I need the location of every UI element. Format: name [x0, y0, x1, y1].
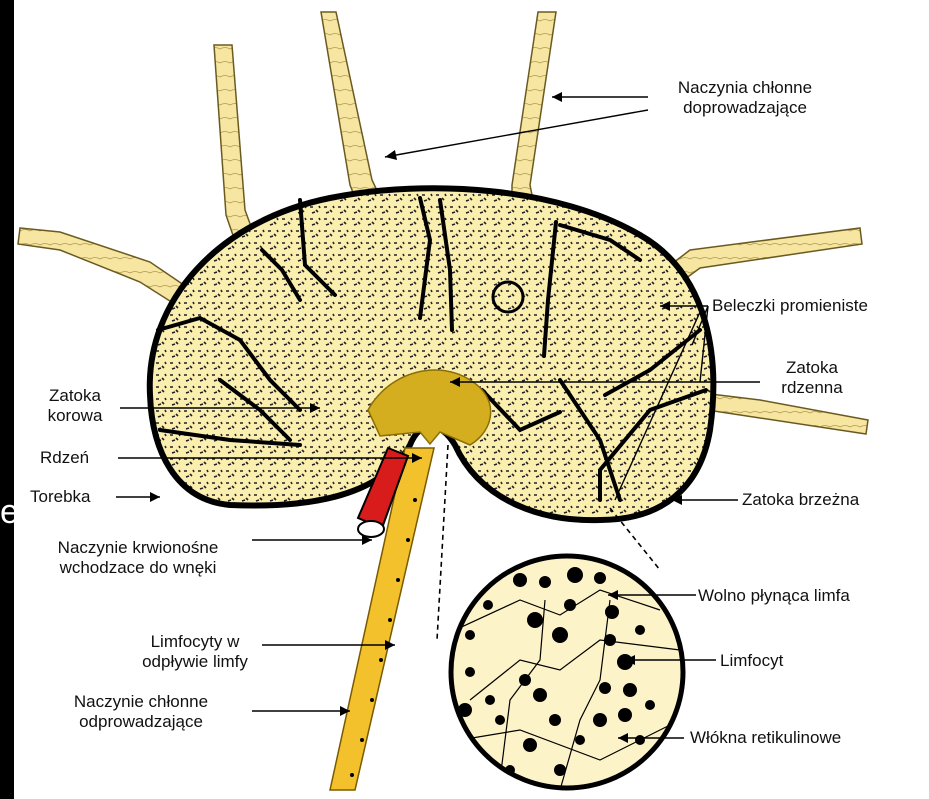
label-blood-vessel-line1: Naczynie krwionośne — [22, 538, 254, 558]
label-medulla: Rdzeń — [40, 448, 89, 468]
label-afferent-line1: Naczynia chłonne — [650, 78, 840, 98]
label-efferent-line1: Naczynie chłonne — [30, 692, 252, 712]
label-medullary-sinus-line1: Zatoka — [762, 358, 862, 378]
label-reticular-fibers: Włókna retikulinowe — [690, 728, 841, 748]
label-trabeculae: Beleczki promieniste — [712, 296, 868, 316]
label-lymphocytes-outflow-line2: odpływie limfy — [120, 652, 270, 672]
label-afferent-line2: doprowadzające — [650, 98, 840, 118]
label-medullary-sinus: Zatoka rdzenna — [762, 358, 862, 398]
stray-glyph: e — [0, 492, 19, 532]
label-lymphocyte: Limfocyt — [720, 651, 783, 671]
label-efferent-vessel: Naczynie chłonne odprowadzające — [30, 692, 252, 732]
label-lymphocytes-outflow-line1: Limfocyty w — [120, 632, 270, 652]
label-subcapsular-sinus: Zatoka brzeżna — [742, 490, 859, 510]
label-blood-vessel: Naczynie krwionośne wchodzace do wnęki — [22, 538, 254, 578]
label-capsule: Torebka — [30, 487, 90, 507]
label-afferent-vessels: Naczynia chłonne doprowadzające — [650, 78, 840, 118]
label-blood-vessel-line2: wchodzace do wnęki — [22, 558, 254, 578]
label-efferent-line2: odprowadzające — [30, 712, 252, 732]
label-medullary-sinus-line2: rdzenna — [762, 378, 862, 398]
label-cortical-sinus: Zatoka korowa — [30, 386, 120, 426]
label-cortical-sinus-line2: korowa — [30, 406, 120, 426]
label-slow-lymph: Wolno płynąca limfa — [698, 586, 850, 606]
label-lymphocytes-outflow: Limfocyty w odpływie limfy — [120, 632, 270, 672]
label-cortical-sinus-line1: Zatoka — [30, 386, 120, 406]
